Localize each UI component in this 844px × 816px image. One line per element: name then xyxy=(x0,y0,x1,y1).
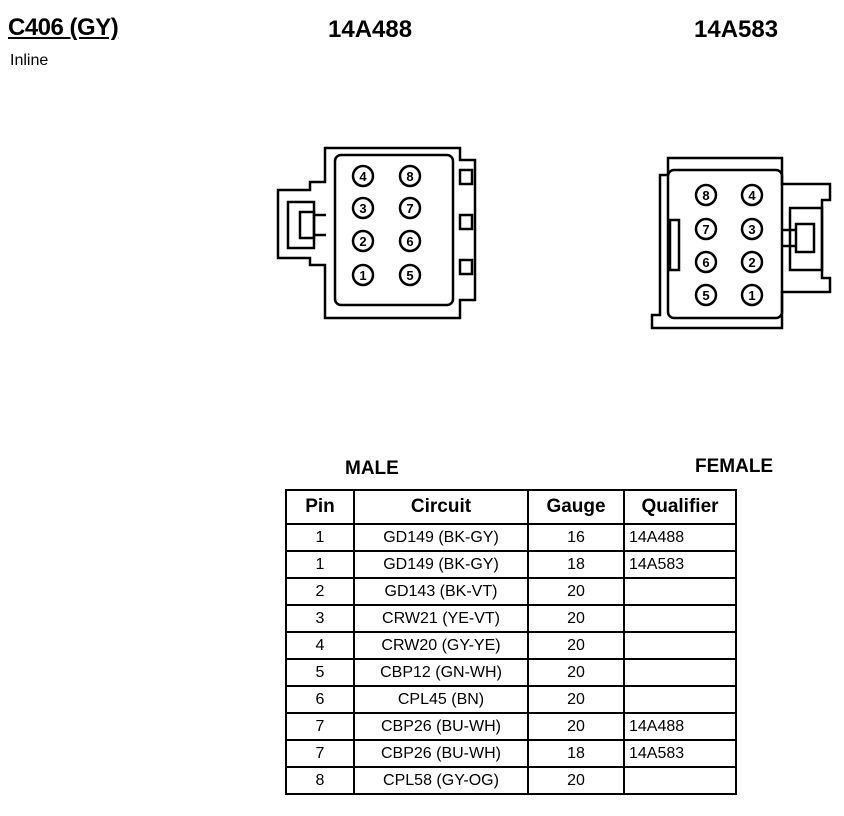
female-pin-label: 6 xyxy=(702,255,709,270)
connector-id: C406 (GY) xyxy=(8,14,119,41)
cell-pin: 7 xyxy=(285,739,355,768)
cell-pin: 1 xyxy=(285,523,355,552)
female-pin-label: 5 xyxy=(702,288,709,303)
male-pin-label: 5 xyxy=(406,268,413,283)
female-pin-circle xyxy=(694,250,718,274)
cell-pin: 6 xyxy=(285,685,355,714)
male-pin-circle xyxy=(398,263,422,287)
female-pin-circle xyxy=(694,183,718,207)
cell-circuit: CBP12 (GN-WH) xyxy=(353,658,529,687)
table-row: 4 CRW20 (GY-YE) 20 xyxy=(285,631,737,660)
cell-qualifier: 14A488 xyxy=(623,523,737,552)
male-pin-circle xyxy=(398,196,422,220)
cell-gauge: 20 xyxy=(527,685,625,714)
cell-circuit: CPL58 (GY-OG) xyxy=(353,766,529,795)
cell-qualifier: 14A583 xyxy=(623,739,737,768)
connector-subtitle: Inline xyxy=(10,52,49,69)
female-pin-circle xyxy=(740,283,764,307)
cell-qualifier xyxy=(623,766,737,795)
table-row: 7 CBP26 (BU-WH) 20 14A488 xyxy=(285,712,737,741)
female-pin-label: 4 xyxy=(748,188,756,203)
cell-qualifier: 14A583 xyxy=(623,550,737,579)
table-row: 1 GD149 (BK-GY) 16 14A488 xyxy=(285,523,737,552)
header-qualifier: Qualifier xyxy=(623,489,737,525)
table-row: 6 CPL45 (BN) 20 xyxy=(285,685,737,714)
male-part-number: 14A488 xyxy=(328,16,413,43)
female-pin-label: 3 xyxy=(748,222,755,237)
female-connector-diagram: 8 4 7 3 6 2 5 1 xyxy=(650,156,832,330)
table-row: 1 GD149 (BK-GY) 18 14A583 xyxy=(285,550,737,579)
male-connector-diagram: 4 8 3 7 2 6 1 5 xyxy=(276,146,477,320)
cell-pin: 4 xyxy=(285,631,355,660)
female-pin-circle xyxy=(740,183,764,207)
male-pin-label: 4 xyxy=(359,169,367,184)
cell-pin: 1 xyxy=(285,550,355,579)
male-pin-circle xyxy=(351,164,375,188)
female-pin-label: 1 xyxy=(748,288,755,303)
cell-circuit: GD149 (BK-GY) xyxy=(353,550,529,579)
cell-circuit: CRW20 (GY-YE) xyxy=(353,631,529,660)
cell-circuit: CBP26 (BU-WH) xyxy=(353,712,529,741)
male-pin-label: 8 xyxy=(406,169,413,184)
cell-gauge: 16 xyxy=(527,523,625,552)
female-pin-circle xyxy=(740,217,764,241)
female-pin-label: 7 xyxy=(702,222,709,237)
female-pin-circles xyxy=(694,183,764,307)
cell-circuit: CPL45 (BN) xyxy=(353,685,529,714)
male-pin-circle xyxy=(398,229,422,253)
table-row: 2 GD143 (BK-VT) 20 xyxy=(285,577,737,606)
cell-gauge: 20 xyxy=(527,658,625,687)
cell-qualifier xyxy=(623,604,737,633)
table-header-row: Pin Circuit Gauge Qualifier xyxy=(285,489,737,525)
cell-circuit: GD143 (BK-VT) xyxy=(353,577,529,606)
cell-gauge: 20 xyxy=(527,577,625,606)
male-pin-circle xyxy=(351,263,375,287)
female-pin-circle xyxy=(694,217,718,241)
pinout-table: Pin Circuit Gauge Qualifier 1 GD149 (BK-… xyxy=(285,489,737,795)
cell-pin: 8 xyxy=(285,766,355,795)
cell-circuit: CRW21 (YE-VT) xyxy=(353,604,529,633)
cell-qualifier xyxy=(623,631,737,660)
cell-pin: 5 xyxy=(285,658,355,687)
cell-circuit: CBP26 (BU-WH) xyxy=(353,739,529,768)
female-part-number: 14A583 xyxy=(694,16,779,43)
cell-gauge: 20 xyxy=(527,712,625,741)
table-row: 8 CPL58 (GY-OG) 20 xyxy=(285,766,737,795)
female-pin-circle xyxy=(740,250,764,274)
cell-gauge: 18 xyxy=(527,739,625,768)
cell-gauge: 20 xyxy=(527,766,625,795)
female-pin-circle xyxy=(694,283,718,307)
cell-pin: 3 xyxy=(285,604,355,633)
male-pin-label: 3 xyxy=(359,201,366,216)
cell-qualifier xyxy=(623,658,737,687)
cell-qualifier: 14A488 xyxy=(623,712,737,741)
cell-qualifier xyxy=(623,577,737,606)
female-pin-label: 8 xyxy=(702,188,709,203)
cell-gauge: 20 xyxy=(527,604,625,633)
header-circuit: Circuit xyxy=(353,489,529,525)
male-pin-circle xyxy=(351,196,375,220)
cell-gauge: 20 xyxy=(527,631,625,660)
cell-gauge: 18 xyxy=(527,550,625,579)
male-pin-label: 6 xyxy=(406,234,413,249)
male-pin-label: 1 xyxy=(359,268,366,283)
male-pin-label: 2 xyxy=(359,234,366,249)
table-row: 7 CBP26 (BU-WH) 18 14A583 xyxy=(285,739,737,768)
male-pin-circle xyxy=(398,164,422,188)
cell-circuit: GD149 (BK-GY) xyxy=(353,523,529,552)
header-pin: Pin xyxy=(285,489,355,525)
cell-qualifier xyxy=(623,685,737,714)
male-pin-circle xyxy=(351,229,375,253)
male-pin-label: 7 xyxy=(406,201,413,216)
cell-pin: 2 xyxy=(285,577,355,606)
female-pin-label: 2 xyxy=(748,255,755,270)
table-row: 5 CBP12 (GN-WH) 20 xyxy=(285,658,737,687)
table-row: 3 CRW21 (YE-VT) 20 xyxy=(285,604,737,633)
male-label: MALE xyxy=(345,458,399,479)
male-pin-circles xyxy=(351,164,422,287)
cell-pin: 7 xyxy=(285,712,355,741)
female-label: FEMALE xyxy=(695,456,774,477)
header-gauge: Gauge xyxy=(527,489,625,525)
